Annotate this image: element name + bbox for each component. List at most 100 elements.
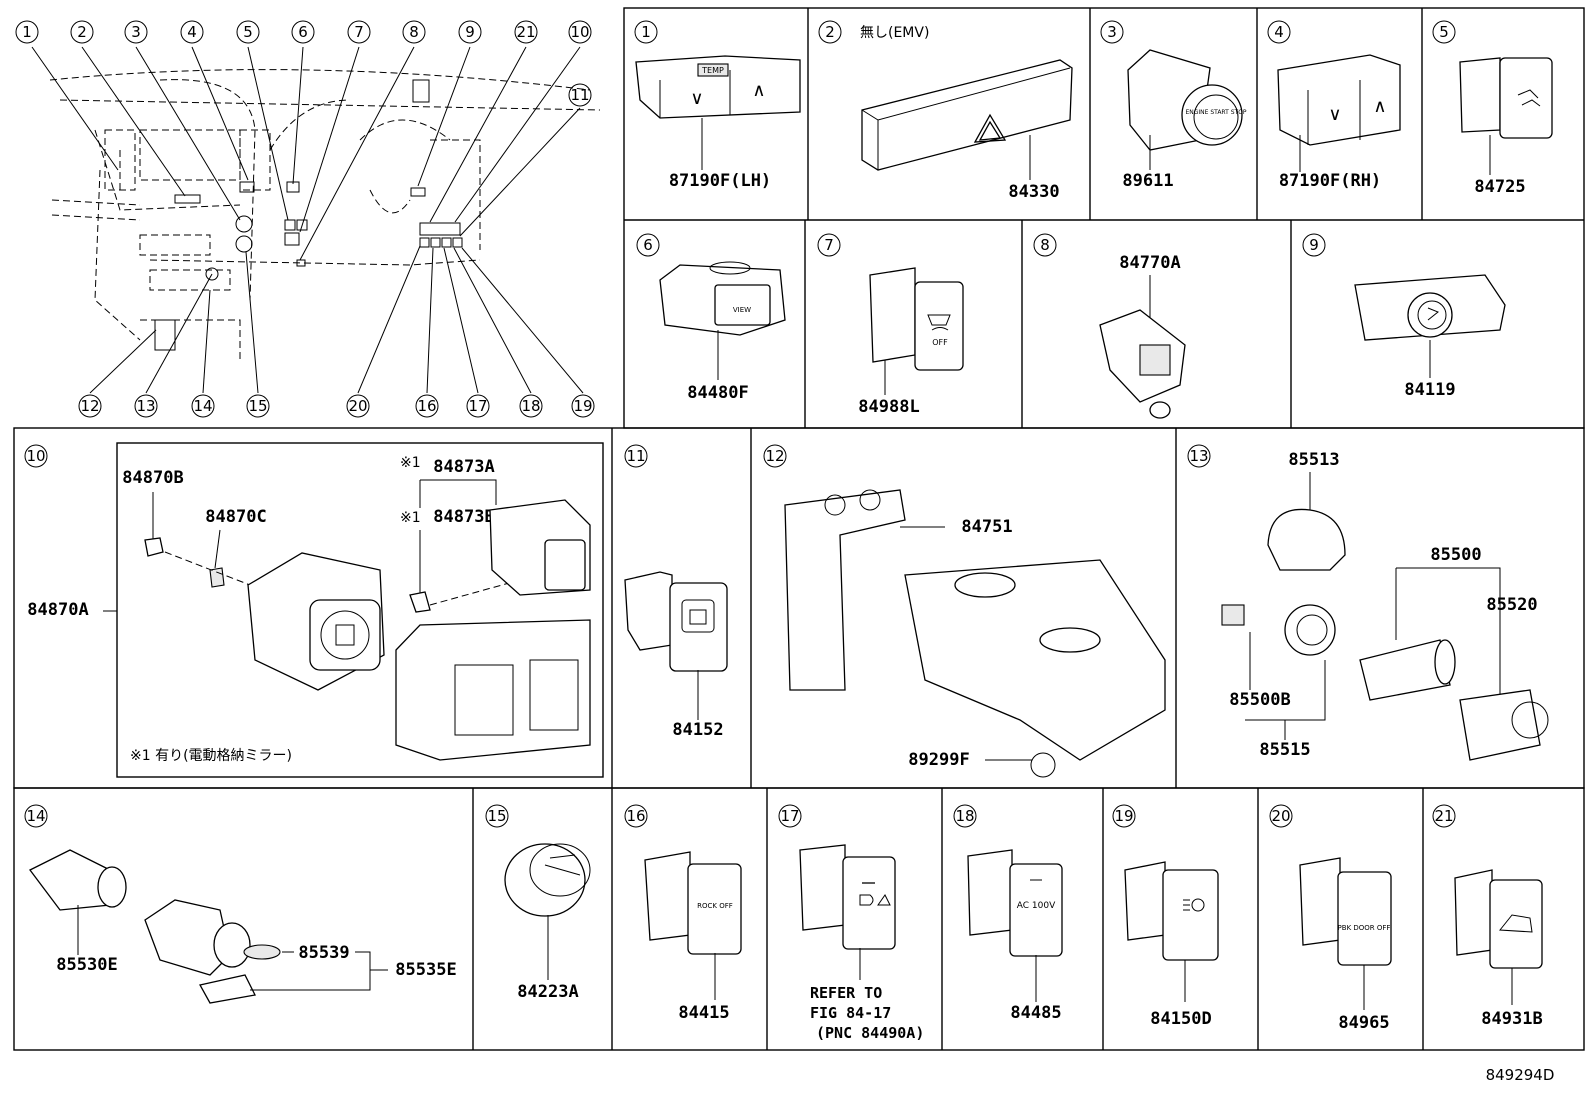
svg-text:14: 14 <box>26 807 45 825</box>
panel-7: 7 OFF 84988L <box>817 233 964 417</box>
svg-text:84150D: 84150D <box>1150 1009 1211 1029</box>
svg-text:17: 17 <box>780 807 799 825</box>
panel-17: 17 REFER TO FIG 84-17 (PNC 84490A) <box>778 804 924 1042</box>
svg-text:85500: 85500 <box>1430 545 1481 565</box>
svg-text:13: 13 <box>1189 447 1208 465</box>
view-label: VIEW <box>733 306 751 314</box>
svg-text:84485: 84485 <box>1010 1003 1061 1023</box>
svg-text:15: 15 <box>248 397 267 415</box>
svg-text:84870A: 84870A <box>27 600 88 620</box>
svg-text:∨: ∨ <box>1328 104 1341 125</box>
svg-text:85535E: 85535E <box>395 960 456 980</box>
svg-text:84931B: 84931B <box>1481 1009 1542 1029</box>
part-number: 87190F(LH) <box>669 171 771 191</box>
panel-19: 19 84150D <box>1112 804 1219 1029</box>
svg-text:84751: 84751 <box>961 517 1012 537</box>
panel-12: 12 84751 89299F <box>763 444 1166 778</box>
hazard-triangle-icon <box>973 113 1007 143</box>
svg-text:9: 9 <box>465 23 475 41</box>
overview-callout-11: 11 <box>568 83 592 107</box>
panel-1: 1 TEMP ∨ ∧ 87190F(LH) <box>634 20 801 191</box>
svg-text:12: 12 <box>765 447 784 465</box>
up-arrow-icon: ∧ <box>752 80 765 101</box>
panel-grid <box>13 7 1585 1051</box>
svg-text:84330: 84330 <box>1008 182 1059 202</box>
refer-line-3: (PNC 84490A) <box>816 1024 924 1042</box>
down-arrow-icon: ∨ <box>690 88 703 109</box>
panel-8: 8 84770A <box>1033 233 1186 419</box>
overview-callout-9: 9 <box>458 20 482 44</box>
svg-text:84965: 84965 <box>1338 1013 1389 1033</box>
overview-callout-18: 18 <box>519 394 543 418</box>
svg-text:20: 20 <box>348 397 367 415</box>
svg-text:84873A: 84873A <box>433 457 494 477</box>
refer-line-1: REFER TO <box>810 984 882 1002</box>
panel-6: 6 VIEW 84480F <box>636 233 786 403</box>
svg-text:21: 21 <box>516 23 535 41</box>
panel-21: 21 84931B <box>1432 804 1543 1029</box>
svg-text:85500B: 85500B <box>1229 690 1290 710</box>
vsc-off-icon <box>927 314 951 331</box>
note-mark: ※1 <box>400 455 421 471</box>
mirror-adjust-icon <box>689 609 707 625</box>
figure-id: 849294D <box>1486 1066 1555 1084</box>
svg-text:84223A: 84223A <box>517 982 578 1002</box>
overview-callout-3: 3 <box>124 20 148 44</box>
overview-leaders <box>31 46 584 394</box>
svg-text:89611: 89611 <box>1122 171 1173 191</box>
svg-text:85520: 85520 <box>1486 595 1537 615</box>
svg-text:6: 6 <box>643 236 653 254</box>
overview-callout-12: 12 <box>78 394 102 418</box>
svg-text:4: 4 <box>1274 23 1284 41</box>
svg-text:17: 17 <box>468 397 487 415</box>
overview-callout-5: 5 <box>236 20 260 44</box>
svg-text:∧: ∧ <box>1373 96 1386 117</box>
overview-callout-21: 21 <box>514 20 538 44</box>
svg-text:14: 14 <box>193 397 212 415</box>
svg-text:85530E: 85530E <box>56 955 117 975</box>
overview-callouts: 1 2 3 4 5 6 7 8 9 21 10 11 12 13 14 15 2… <box>15 20 595 418</box>
svg-text:19: 19 <box>1114 807 1133 825</box>
panel-11: 11 84152 <box>624 444 728 740</box>
overview-callout-1: 1 <box>15 20 39 44</box>
svg-text:84873B: 84873B <box>433 507 494 527</box>
svg-text:84119: 84119 <box>1404 380 1455 400</box>
svg-text:84152: 84152 <box>672 720 723 740</box>
svg-text:8: 8 <box>1040 236 1050 254</box>
overview-callout-16: 16 <box>415 394 439 418</box>
svg-text:84415: 84415 <box>678 1003 729 1023</box>
panel-9: 9 84119 <box>1302 233 1506 400</box>
svg-text:10: 10 <box>26 447 45 465</box>
note-text: ※1 有り(電動格納ミラー) <box>130 748 292 764</box>
svg-text:18: 18 <box>955 807 974 825</box>
svg-text:5: 5 <box>1439 23 1449 41</box>
drive-mode-icon <box>1517 89 1541 107</box>
svg-text:16: 16 <box>417 397 436 415</box>
svg-text:9: 9 <box>1309 236 1319 254</box>
overview-callout-13: 13 <box>134 394 158 418</box>
engine-start-label: ENGINE START STOP <box>1185 109 1246 116</box>
panel-13: 13 85513 85500 85520 85500B 85515 <box>1187 444 1549 761</box>
svg-text:11: 11 <box>570 86 589 104</box>
panel-18: 18 AC 100V 84485 <box>953 804 1063 1023</box>
svg-text:8: 8 <box>409 23 419 41</box>
headlight-level-icon <box>1427 307 1439 321</box>
refer-line-2: FIG 84-17 <box>810 1004 891 1022</box>
svg-text:11: 11 <box>626 447 645 465</box>
panel-14: 14 85530E 85539 85535E <box>24 804 457 1004</box>
svg-text:84770A: 84770A <box>1119 253 1180 273</box>
panel-condition-label: 無し(EMV) <box>860 25 929 41</box>
overview-callout-19: 19 <box>571 394 595 418</box>
panel-2: 2 無し(EMV) 84330 <box>818 20 1073 202</box>
svg-text:16: 16 <box>626 807 645 825</box>
overview-callout-2: 2 <box>70 20 94 44</box>
overview-callout-20: 20 <box>346 394 370 418</box>
svg-text:1: 1 <box>22 23 32 41</box>
svg-text:20: 20 <box>1271 807 1290 825</box>
svg-text:15: 15 <box>487 807 506 825</box>
back-door-icon <box>1499 914 1533 933</box>
svg-text:84988L: 84988L <box>858 397 919 417</box>
svg-text:7: 7 <box>354 23 364 41</box>
svg-text:84480F: 84480F <box>687 383 748 403</box>
